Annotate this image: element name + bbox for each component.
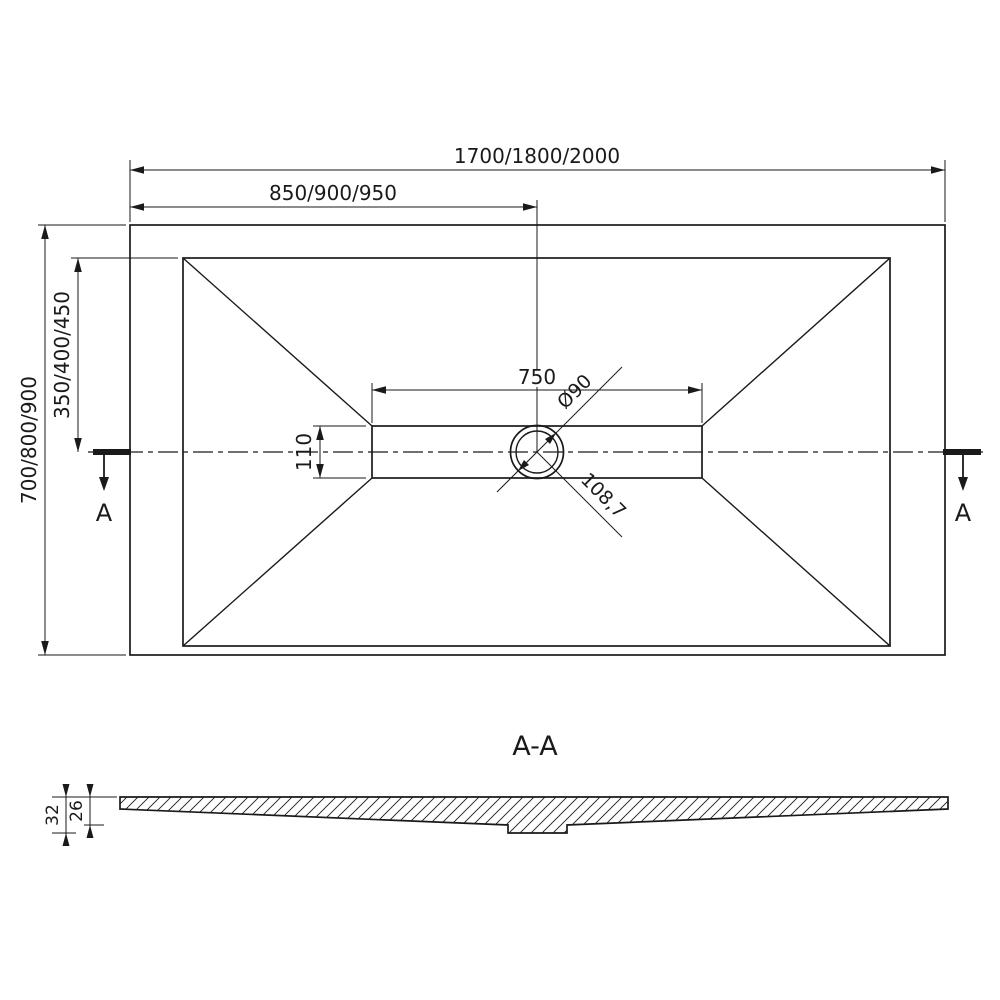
dim-drain-diameter-callout: Ø90 [496, 366, 623, 493]
dim-overall-width-label: 1700/1800/2000 [454, 144, 620, 168]
drain-circle-inner [515, 430, 559, 474]
dim-overall-depth-label: 700/800/900 [17, 376, 41, 504]
section-view: A-A 32 26 [43, 731, 949, 846]
dim-section-body-height: 26 [67, 784, 104, 838]
dim-width-to-drain-label: 850/900/950 [269, 181, 397, 205]
dim-depth-to-drain-label: 350/400/450 [50, 291, 74, 419]
dim-drain-diameter-label: Ø90 [553, 370, 596, 413]
section-tray-profile [119, 796, 949, 834]
dim-width-to-drain: 850/900/950 [130, 181, 537, 211]
dim-section-body-height-label: 26 [67, 800, 87, 822]
dim-depth-to-drain: 350/400/450 [50, 257, 178, 452]
dim-channel-width-label: 110 [292, 433, 316, 471]
dim-channel-width: 110 [292, 425, 366, 479]
section-view-title: A-A [512, 731, 558, 762]
section-letter-right: A [955, 499, 972, 527]
dim-section-total-height: 32 [43, 784, 117, 846]
dim-drain-outer-callout: 108,7 [536, 451, 630, 538]
section-arrow-down-icon [99, 477, 109, 491]
basin-slope-lines [182, 257, 891, 647]
dim-drain-outer-label: 108,7 [576, 469, 630, 523]
dim-overall-depth: 700/800/900 [17, 224, 126, 656]
section-hatching [120, 797, 948, 833]
section-arrow-down-icon [958, 477, 968, 491]
dim-overall-width: 1700/1800/2000 [129, 144, 946, 222]
section-cut-marker-right: A [943, 449, 981, 527]
dim-channel-length: 750 [371, 365, 703, 423]
dim-section-total-height-label: 32 [43, 804, 63, 826]
dim-channel-length-label: 750 [518, 365, 556, 389]
drain-circle-outer [509, 424, 565, 480]
section-cut-marker-left: A [93, 449, 131, 527]
top-view: 1700/1800/2000 850/900/950 700/800/900 3… [17, 144, 987, 656]
section-letter-left: A [96, 499, 113, 527]
